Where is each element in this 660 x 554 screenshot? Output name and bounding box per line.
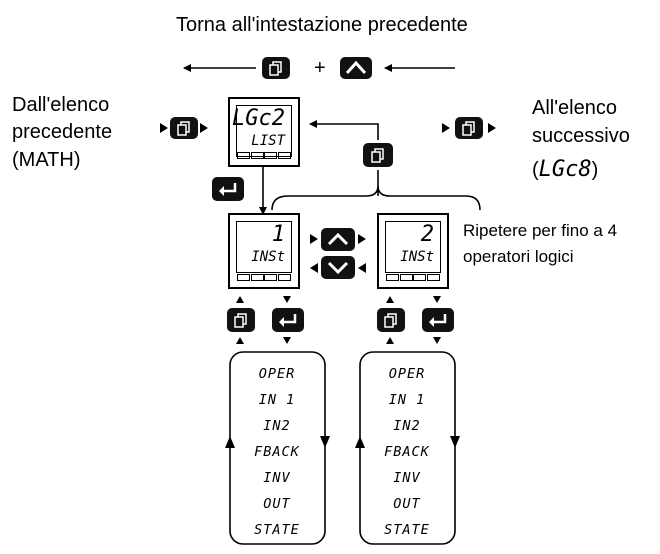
- raise-right-triangle: [358, 234, 366, 244]
- instance-1-line1: 1: [271, 222, 285, 247]
- param-state-2[interactable]: STATE: [384, 522, 430, 538]
- next-list-open-paren: (: [532, 159, 539, 181]
- back-to-previous-header-label: Torna all'intestazione precedente: [176, 14, 468, 36]
- param-out-1[interactable]: OUT: [263, 496, 291, 512]
- param-in2-1[interactable]: IN2: [263, 418, 291, 434]
- param-inv-1[interactable]: INV: [263, 470, 291, 486]
- list-display-line1: LGc2: [232, 106, 285, 131]
- instance-1-keys: [237, 274, 291, 282]
- inst2-up-tri: [386, 296, 394, 303]
- page-button-right[interactable]: [455, 117, 483, 139]
- param-inv-2[interactable]: INV: [393, 470, 421, 486]
- raise-icon: [345, 60, 367, 75]
- instance-2-line1: 2: [420, 222, 434, 247]
- page-scroll-icon: [269, 61, 282, 76]
- repeat-label-line2: operatori logici: [463, 247, 574, 266]
- instance-2-window: 2 INSt: [385, 221, 441, 273]
- instance-display-1: 1 INSt: [228, 213, 300, 289]
- inst1-down-tri: [283, 296, 291, 303]
- param-in1-1[interactable]: IN 1: [258, 392, 296, 408]
- enter-button-inst1[interactable]: [272, 308, 304, 332]
- plus-sign: +: [314, 57, 326, 79]
- inst2-up-tri-2: [386, 337, 394, 344]
- return-line: [309, 120, 379, 140]
- enter-button-inst2[interactable]: [422, 308, 454, 332]
- loop1-down-arrow: [320, 436, 330, 448]
- param-oper-2[interactable]: OPER: [388, 366, 426, 382]
- instance-display-2: 2 INSt: [377, 213, 449, 289]
- lower-button[interactable]: [321, 256, 355, 279]
- lower-right-triangle: [358, 263, 366, 273]
- next-list-close-paren: ): [591, 159, 599, 181]
- param-in1-2[interactable]: IN 1: [388, 392, 426, 408]
- previous-list-label-line2: precedente: [12, 121, 113, 143]
- next-list-label-line3: (LGc8): [532, 157, 598, 183]
- list-display-keys: [237, 152, 291, 160]
- list-display-line2: LIST: [251, 133, 285, 149]
- page-scroll-icon: [234, 313, 247, 328]
- left-out-triangle: [200, 123, 208, 133]
- inst1-up-tri-2: [236, 337, 244, 344]
- page-button-inst2[interactable]: [377, 308, 405, 332]
- param-in2-2[interactable]: IN2: [393, 418, 421, 434]
- page-scroll-icon: [384, 313, 397, 328]
- next-list-label-line1: All'elenco: [532, 97, 617, 119]
- page-scroll-icon: [177, 121, 190, 136]
- right-in-triangle: [442, 123, 450, 133]
- raise-button-top[interactable]: [340, 57, 372, 79]
- previous-list-label-line1: Dall'elenco: [12, 94, 110, 116]
- param-oper-1[interactable]: OPER: [258, 366, 296, 382]
- page-button-top[interactable]: [262, 57, 290, 79]
- param-state-1[interactable]: STATE: [254, 522, 300, 538]
- instance-1-window: 1 INSt: [236, 221, 292, 273]
- lower-icon: [327, 261, 349, 275]
- raise-button[interactable]: [321, 228, 355, 251]
- left-in-triangle: [160, 123, 168, 133]
- page-scroll-icon: [462, 121, 475, 136]
- previous-list-label-line3: (MATH): [12, 149, 81, 171]
- raise-left-triangle: [310, 234, 318, 244]
- enter-icon: [219, 183, 237, 196]
- raise-icon: [327, 232, 349, 246]
- param-fback-1[interactable]: FBACK: [254, 444, 300, 460]
- inst1-up-tri: [236, 296, 244, 303]
- loop2-up-arrow: [355, 436, 365, 448]
- list-display: LGc2 LIST: [228, 97, 300, 167]
- inst2-down-tri-2: [433, 337, 441, 344]
- page-button-left[interactable]: [170, 117, 198, 139]
- bracket: [271, 185, 481, 211]
- list-display-window: LGc2 LIST: [232, 105, 292, 157]
- loop2-down-arrow: [450, 436, 460, 448]
- enter-icon: [429, 314, 447, 327]
- param-fback-2[interactable]: FBACK: [384, 444, 430, 460]
- instance-1-line2: INSt: [251, 249, 285, 265]
- next-list-label-line2: successivo: [532, 125, 630, 147]
- inst2-down-tri: [433, 296, 441, 303]
- instance-2-line2: INSt: [400, 249, 434, 265]
- enter-icon: [279, 314, 297, 327]
- page-button-center[interactable]: [363, 143, 393, 167]
- loop1-up-arrow: [225, 436, 235, 448]
- next-list-code: LGc8: [538, 157, 592, 182]
- lower-left-triangle: [310, 263, 318, 273]
- instance-2-keys: [386, 274, 440, 282]
- param-out-2[interactable]: OUT: [393, 496, 421, 512]
- enter-button-list[interactable]: [212, 177, 244, 201]
- repeat-label-line1: Ripetere per fino a 4: [463, 221, 618, 240]
- right-out-triangle: [488, 123, 496, 133]
- page-button-inst1[interactable]: [227, 308, 255, 332]
- inst1-down-tri-2: [283, 337, 291, 344]
- page-scroll-icon: [371, 148, 384, 163]
